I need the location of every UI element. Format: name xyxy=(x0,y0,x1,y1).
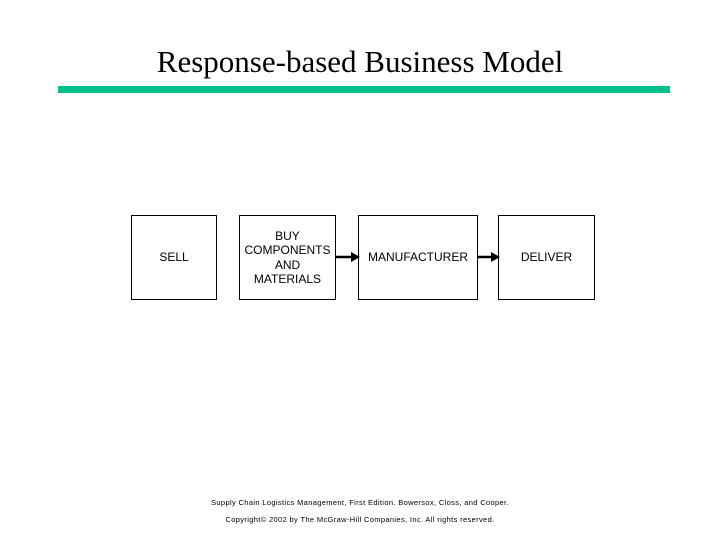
diagram-node-sell-label: SELL xyxy=(159,250,189,265)
footer-copyright: Copyright© 2002 by The McGraw-Hill Compa… xyxy=(225,515,495,524)
diagram-node-buy-components[interactable]: BUY COMPONENTS AND MATERIALS xyxy=(239,215,336,300)
diagram-node-manufacturer[interactable]: MANUFACTURER xyxy=(358,215,478,300)
arrow-buy-to-manufacturer-icon xyxy=(336,252,360,262)
diagram-node-deliver-label: DELIVER xyxy=(520,250,573,265)
title-divider xyxy=(58,86,670,93)
page-title: Response-based Business Model xyxy=(156,44,564,79)
diagram-node-deliver[interactable]: DELIVER xyxy=(498,215,595,300)
diagram-node-buy-components-label: BUY COMPONENTS AND MATERIALS xyxy=(244,228,331,287)
arrow-manufacturer-to-deliver-icon xyxy=(477,252,500,262)
footer: Supply Chain Logistics Management, First… xyxy=(0,494,720,528)
diagram-node-manufacturer-label: MANUFACTURER xyxy=(367,250,468,265)
footer-source: Supply Chain Logistics Management, First… xyxy=(211,498,509,507)
diagram-node-sell[interactable]: SELL xyxy=(131,215,217,300)
